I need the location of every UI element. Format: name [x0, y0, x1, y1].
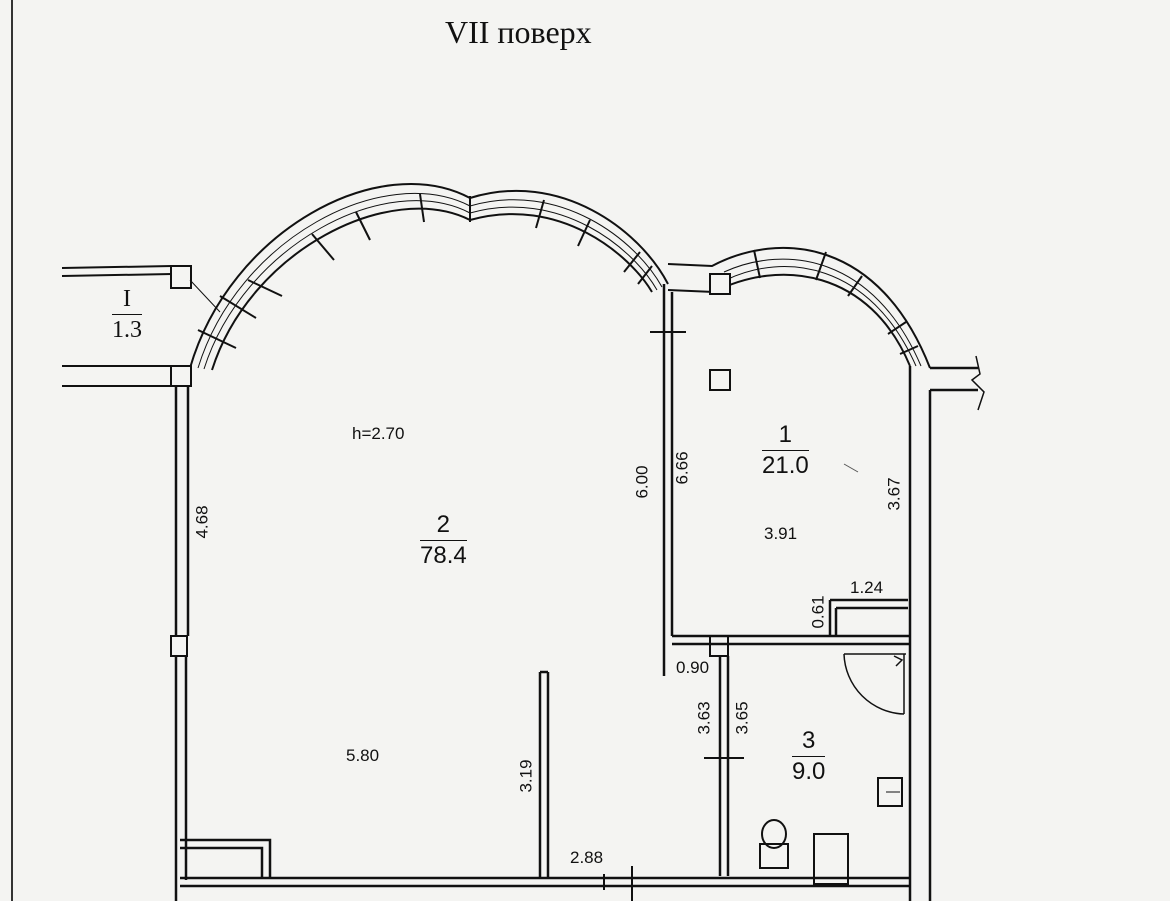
room-label-3: 3 9.0 — [792, 726, 826, 787]
room-number: 1 — [762, 420, 809, 451]
ceiling-height: h=2.70 — [352, 424, 405, 443]
room-label-1: 1 21.0 — [762, 420, 809, 481]
dim-5-80: 5.80 — [346, 746, 380, 765]
dim-3-65: 3.65 — [732, 701, 752, 735]
walls — [174, 284, 985, 901]
dim-0-61: 0.61 — [808, 595, 828, 629]
room-area: 1.3 — [112, 317, 142, 343]
room-area: 78.4 — [420, 542, 467, 569]
plan-title: VII поверх — [445, 14, 592, 50]
dim-4-68: 4.68 — [192, 505, 212, 539]
room-area: 9.0 — [792, 758, 826, 785]
dim-6-00: 6.00 — [632, 465, 652, 499]
dim-1-24: 1.24 — [850, 578, 884, 597]
dim-3-19: 3.19 — [516, 759, 536, 793]
dim-6-66: 6.66 — [672, 451, 692, 485]
dim-2-88: 2.88 — [570, 848, 604, 867]
room-area: 21.0 — [762, 452, 809, 479]
room-number: I — [112, 284, 142, 315]
columns — [170, 265, 731, 657]
dim-3-91: 3.91 — [764, 524, 798, 543]
room-label-2: 2 78.4 — [420, 510, 467, 571]
door-swing — [843, 653, 906, 715]
bay-window-small — [667, 247, 931, 369]
dim-3-63: 3.63 — [694, 701, 714, 735]
room-number: 2 — [420, 510, 467, 541]
bay-window-large — [189, 183, 669, 371]
room-label-loggia: I 1.3 — [112, 284, 142, 345]
dim-3-67: 3.67 — [884, 477, 904, 511]
vent-shaft — [709, 369, 731, 391]
dimension-ticks — [603, 331, 744, 890]
toilet-icon — [761, 819, 787, 849]
bathroom-fixtures — [759, 777, 903, 885]
dim-0-90: 0.90 — [676, 658, 710, 677]
annotation-mark — [843, 463, 859, 473]
loggia-walls — [61, 265, 221, 387]
room-number: 3 — [792, 726, 826, 757]
